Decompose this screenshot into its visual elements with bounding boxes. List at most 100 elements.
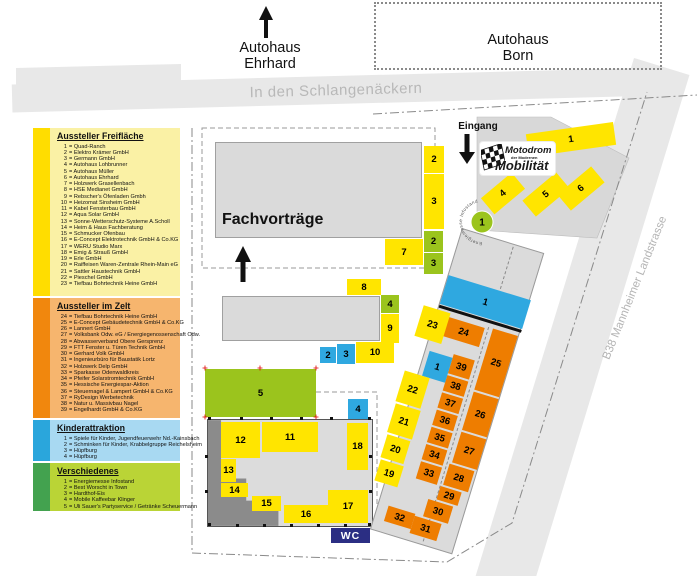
legend-item: 2= Elektro Krämer GmbH — [63, 149, 129, 156]
booth-freiflaeche-22: 22 — [395, 370, 430, 409]
middle-building — [222, 296, 380, 341]
booth-zelt-27: 27 — [452, 431, 487, 470]
booth-freiflaeche-23: 23 — [414, 305, 451, 344]
booth-freiflaeche-16: 16 — [284, 505, 328, 523]
booth-verschiedenes-4: 4 — [381, 295, 399, 313]
booth-verschiedenes-3: 3 — [424, 253, 443, 274]
eingang-label: Eingang — [458, 121, 498, 132]
legend-item: 15= Schmucker Ofenbau — [60, 231, 125, 237]
booth-verschiedenes-2: 2 — [424, 231, 443, 252]
legend-item: 21= Sattler Haustechnik GmbH — [60, 268, 141, 275]
fachvortraege-label: Fachvorträge — [222, 211, 324, 228]
booth-freiflaeche-4: 4 — [480, 172, 526, 215]
legend-item: 9= Rebscher's Öfenladen Gmbh — [63, 193, 146, 200]
fachvortraege-hall: Fachvorträge — [215, 142, 422, 238]
legend-title: Kinderattraktion — [57, 423, 125, 433]
autohaus-ehrhard-line2: Ehrhard — [244, 56, 296, 73]
booth-freiflaeche-9: 9 — [381, 314, 399, 343]
legend-bar-verschiedenes — [33, 463, 50, 511]
booth-freiflaeche-10: 10 — [356, 342, 394, 363]
legend-item: 35= Hessische Energiespar-Aktion — [60, 382, 149, 389]
legend-item: 3= Germann GmbH — [63, 156, 115, 162]
legend-item: 26= Lannert GmbH — [60, 326, 111, 332]
legend-item: 1= Spiele für Kinder, Jugendfeuerwehr Nd… — [63, 435, 200, 442]
legend-item: 17= WERU Studio Marx — [60, 243, 123, 250]
booth-kinderattraktion-4: 4 — [348, 399, 368, 419]
energiemesse-number: 1 — [479, 218, 485, 229]
legend-item: 11= Kabel Fensterbau GmbH — [61, 206, 136, 212]
legend-item: 1= Energiemesse Infostand — [63, 478, 135, 485]
legend-item: 3= Hüpfburg — [63, 448, 97, 454]
arrow-down-eingang-icon — [459, 134, 475, 164]
legend-item: 10= Heizomat Sinsheim GmbH — [60, 199, 140, 206]
energiemesse-circle — [470, 210, 494, 234]
legend-item: 33= Sparkasse Odenwaldkreis — [60, 369, 139, 376]
legend-item: 12= Aqua Solar GmbH — [60, 212, 119, 219]
booth-freiflaeche-8: 8 — [347, 279, 381, 295]
autohaus-born-area: Autohaus Born — [374, 2, 662, 70]
booth-kinderattraktion-2: 2 — [320, 347, 336, 363]
legend-item: 5= Autohaus Müller — [63, 168, 114, 175]
legend-items: 1= Spiele für Kinder, Jugendfeuerwehr Nd… — [57, 436, 202, 461]
legend-item: 24= Tiefbau Bohrtechnik Heine GmbH — [60, 313, 158, 320]
booth-freiflaeche-19: 19 — [374, 459, 404, 488]
legend-item: 22= Pieschel GmbH — [60, 274, 113, 281]
booth-freiflaeche-18: 18 — [347, 423, 368, 470]
autohaus-ehrhard-label: Autohaus Ehrhard — [220, 40, 320, 72]
booth-freiflaeche-17: 17 — [328, 490, 368, 523]
tent-path-line — [499, 246, 514, 290]
legend-bar-kinderattraktion — [33, 420, 50, 461]
booth-freiflaeche-3: 3 — [424, 174, 444, 229]
autohaus-ehrhard-line1: Autohaus — [239, 40, 301, 56]
legend-bar-freiflaeche — [33, 128, 50, 296]
legend-item: 18= Emig & Strauß GmbH — [60, 249, 128, 256]
wc-sign: WC — [331, 528, 370, 543]
legend-section-kinderattraktion: Kinderattraktion 1= Spiele für Kinder, J… — [33, 420, 202, 461]
legend-item: 23= Tiefbau Bohrtechnik Heine GmbH — [60, 281, 158, 287]
legend-item: 14= Heim & Haus Fachberatung — [60, 224, 143, 231]
legend-item: 5= Uli Sauer's Partyservice / Getränke S… — [63, 503, 198, 510]
road-top-label: In den Schlangenäckern — [249, 79, 423, 101]
legend-item: 4= Hüpfburg — [63, 454, 97, 461]
booth-freiflaeche-13: 13 — [221, 459, 236, 482]
booth-freiflaeche-21: 21 — [387, 403, 421, 440]
arrow-up-ehrhard-icon — [259, 6, 273, 38]
legend-item: 20= Raiffeisen Waren-Zentrale Rhein-Main… — [60, 262, 178, 269]
autohaus-born-line2: Born — [502, 47, 534, 64]
legend-item: 34= Pfeifer Solarstromtechnik GmbH — [60, 376, 155, 382]
legend-item: 3= Hardthof-Eis — [63, 491, 105, 497]
autohaus-born-line1: Autohaus — [487, 31, 549, 48]
legend-item: 39= Engelhardt GmbH & Co.KG — [60, 407, 143, 414]
legend-item: 31= Ingenieurbüro für Baustatik Lortz — [60, 357, 155, 364]
legend-item: 30= Gerhard Volk GmbH — [60, 351, 125, 357]
legend-title: Aussteller im Zelt — [57, 301, 131, 311]
booth-zelt-24: 24 — [442, 316, 485, 348]
legend-item: 37= RyDesign Werbetechnik — [60, 394, 134, 401]
legend-item: 2= Best Worscht in Town — [63, 484, 128, 491]
booth-kinderattraktion-3: 3 — [337, 344, 355, 364]
booth-freiflaeche-15: 15 — [252, 496, 281, 511]
booth-zelt-33: 33 — [415, 461, 443, 485]
legend-item: 4= Autohaus Lohbrunner — [63, 162, 128, 169]
legend-bar-zelt — [33, 298, 50, 418]
legend-item: 7= Holzwerk Grasellenbach — [63, 181, 135, 187]
booth-freiflaeche-7: 7 — [385, 239, 423, 265]
booth-zelt-26: 26 — [461, 391, 499, 438]
motodrom-logo: Motodrom der Modernen Mobilität — [479, 141, 556, 176]
road-in-den-schlangenaeckern: In den Schlangenäckern — [11, 67, 661, 113]
legend-item: 16= E-Concept Elektrotechnik GmbH & Co.K… — [60, 237, 179, 244]
legend-item: 32= Holzwerk Delp GmbH — [60, 363, 128, 370]
legend-section-zelt: Aussteller im Zelt 24= Tiefbau Bohrtechn… — [33, 298, 200, 418]
legend-item: 8= HSE Medianet GmbH — [63, 187, 128, 194]
legend-title: Verschiedenes — [57, 466, 119, 476]
legend-item: 28= Abwasserverband Obere Gersprenz — [60, 338, 164, 345]
legend-item: 1= Quad-Ranch — [63, 143, 106, 150]
booth-freiflaeche-11: 11 — [262, 422, 318, 452]
legend-item: 4= Mobile Kaffeebar Klinger — [63, 497, 135, 504]
